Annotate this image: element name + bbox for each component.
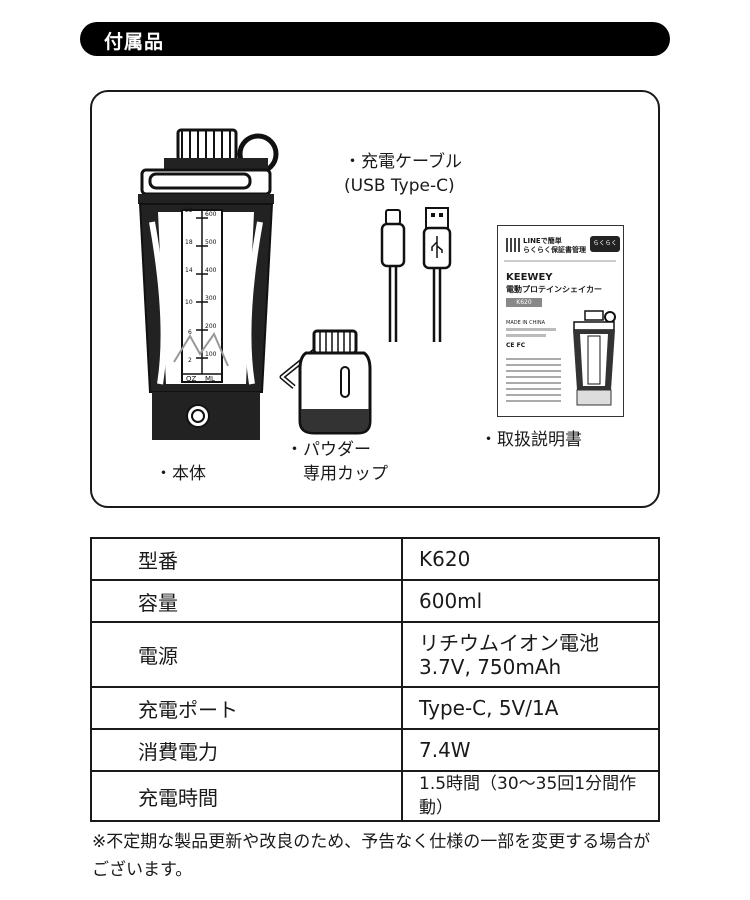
footnote: ※不定期な製品更新や改良のため、予告なく仕様の一部を変更する場合がございます。 [92, 832, 651, 880]
oz-tick-label: 22 [185, 207, 193, 214]
spec-label: 電源 [90, 621, 403, 688]
shaker-bottle-illustration: 22 18 14 10 6 2 600 500 400 300 200 100 … [138, 128, 279, 440]
spec-table: 型番 K620 容量 600ml 電源 リチウムイオン電池 3.7V, 750m… [90, 537, 660, 822]
oz-unit-label: OZ [186, 375, 197, 383]
manual-product-name: 電動プロテインシェイカー [506, 285, 602, 294]
ml-tick-label: 600 [205, 211, 217, 218]
spec-label: 消費電力 [90, 728, 403, 772]
manual-model-tag: K620 [506, 298, 542, 307]
powder-cup-illustration [279, 329, 372, 435]
oz-tick-label: 2 [188, 357, 192, 364]
body-caption: ・本体 [155, 464, 206, 484]
spec-value: リチウムイオン電池 3.7V, 750mAh [401, 621, 660, 688]
spec-label: 充電時間 [90, 770, 403, 822]
oz-tick-label: 6 [188, 329, 192, 336]
spec-label: 容量 [90, 579, 403, 623]
cable-caption: ・充電ケーブル (USB Type-C) [344, 152, 462, 196]
spec-label: 型番 [90, 537, 403, 581]
ml-tick-label: 300 [205, 295, 217, 302]
manual-badge: らくらく [590, 236, 620, 252]
oz-tick-label: 10 [185, 299, 193, 306]
usb-cable-illustration [380, 207, 452, 342]
table-row: 消費電力 7.4W [90, 728, 660, 772]
oz-tick-label: 14 [185, 267, 193, 274]
section-title: 付属品 [104, 31, 165, 53]
spec-label: 充電ポート [90, 686, 403, 730]
ml-tick-label: 400 [205, 267, 217, 274]
table-row: 充電ポート Type-C, 5V/1A [90, 686, 660, 730]
qr-code-icon [506, 238, 520, 252]
manual-brand: KEEWEY [506, 272, 553, 283]
powder-cup-caption: ・パウダー 専用カップ [286, 440, 388, 484]
ml-tick-label: 500 [205, 239, 217, 246]
manual-illustration: LINEで簡単 らくらく保証書管理 らくらく KEEWEY 電動プロテインシェイ… [497, 225, 624, 417]
accessories-panel [90, 90, 660, 508]
manual-made-in: MADE IN CHINA [506, 320, 546, 326]
manual-caption: ・取扱説明書 [480, 430, 582, 450]
spec-value: K620 [401, 537, 660, 581]
spec-value: 600ml [401, 579, 660, 623]
manual-bottle-thumbnail [573, 310, 616, 406]
manual-line-text: LINEで簡単 らくらく保証書管理 [523, 237, 586, 254]
table-row: 型番 K620 [90, 537, 660, 581]
ml-tick-label: 100 [205, 351, 217, 358]
table-row: 充電時間 1.5時間（30〜35回1分間作動） [90, 770, 660, 822]
spec-value: 7.4W [401, 728, 660, 772]
oz-tick-label: 18 [185, 239, 193, 246]
table-row: 容量 600ml [90, 579, 660, 623]
ml-tick-label: 200 [205, 323, 217, 330]
manual-cert: CE FC [506, 342, 526, 349]
spec-value: Type-C, 5V/1A [401, 686, 660, 730]
section-header: 付属品 [80, 22, 670, 56]
spec-value: 1.5時間（30〜35回1分間作動） [401, 770, 660, 822]
table-row: 電源 リチウムイオン電池 3.7V, 750mAh [90, 621, 660, 688]
ml-unit-label: ML [205, 375, 215, 383]
